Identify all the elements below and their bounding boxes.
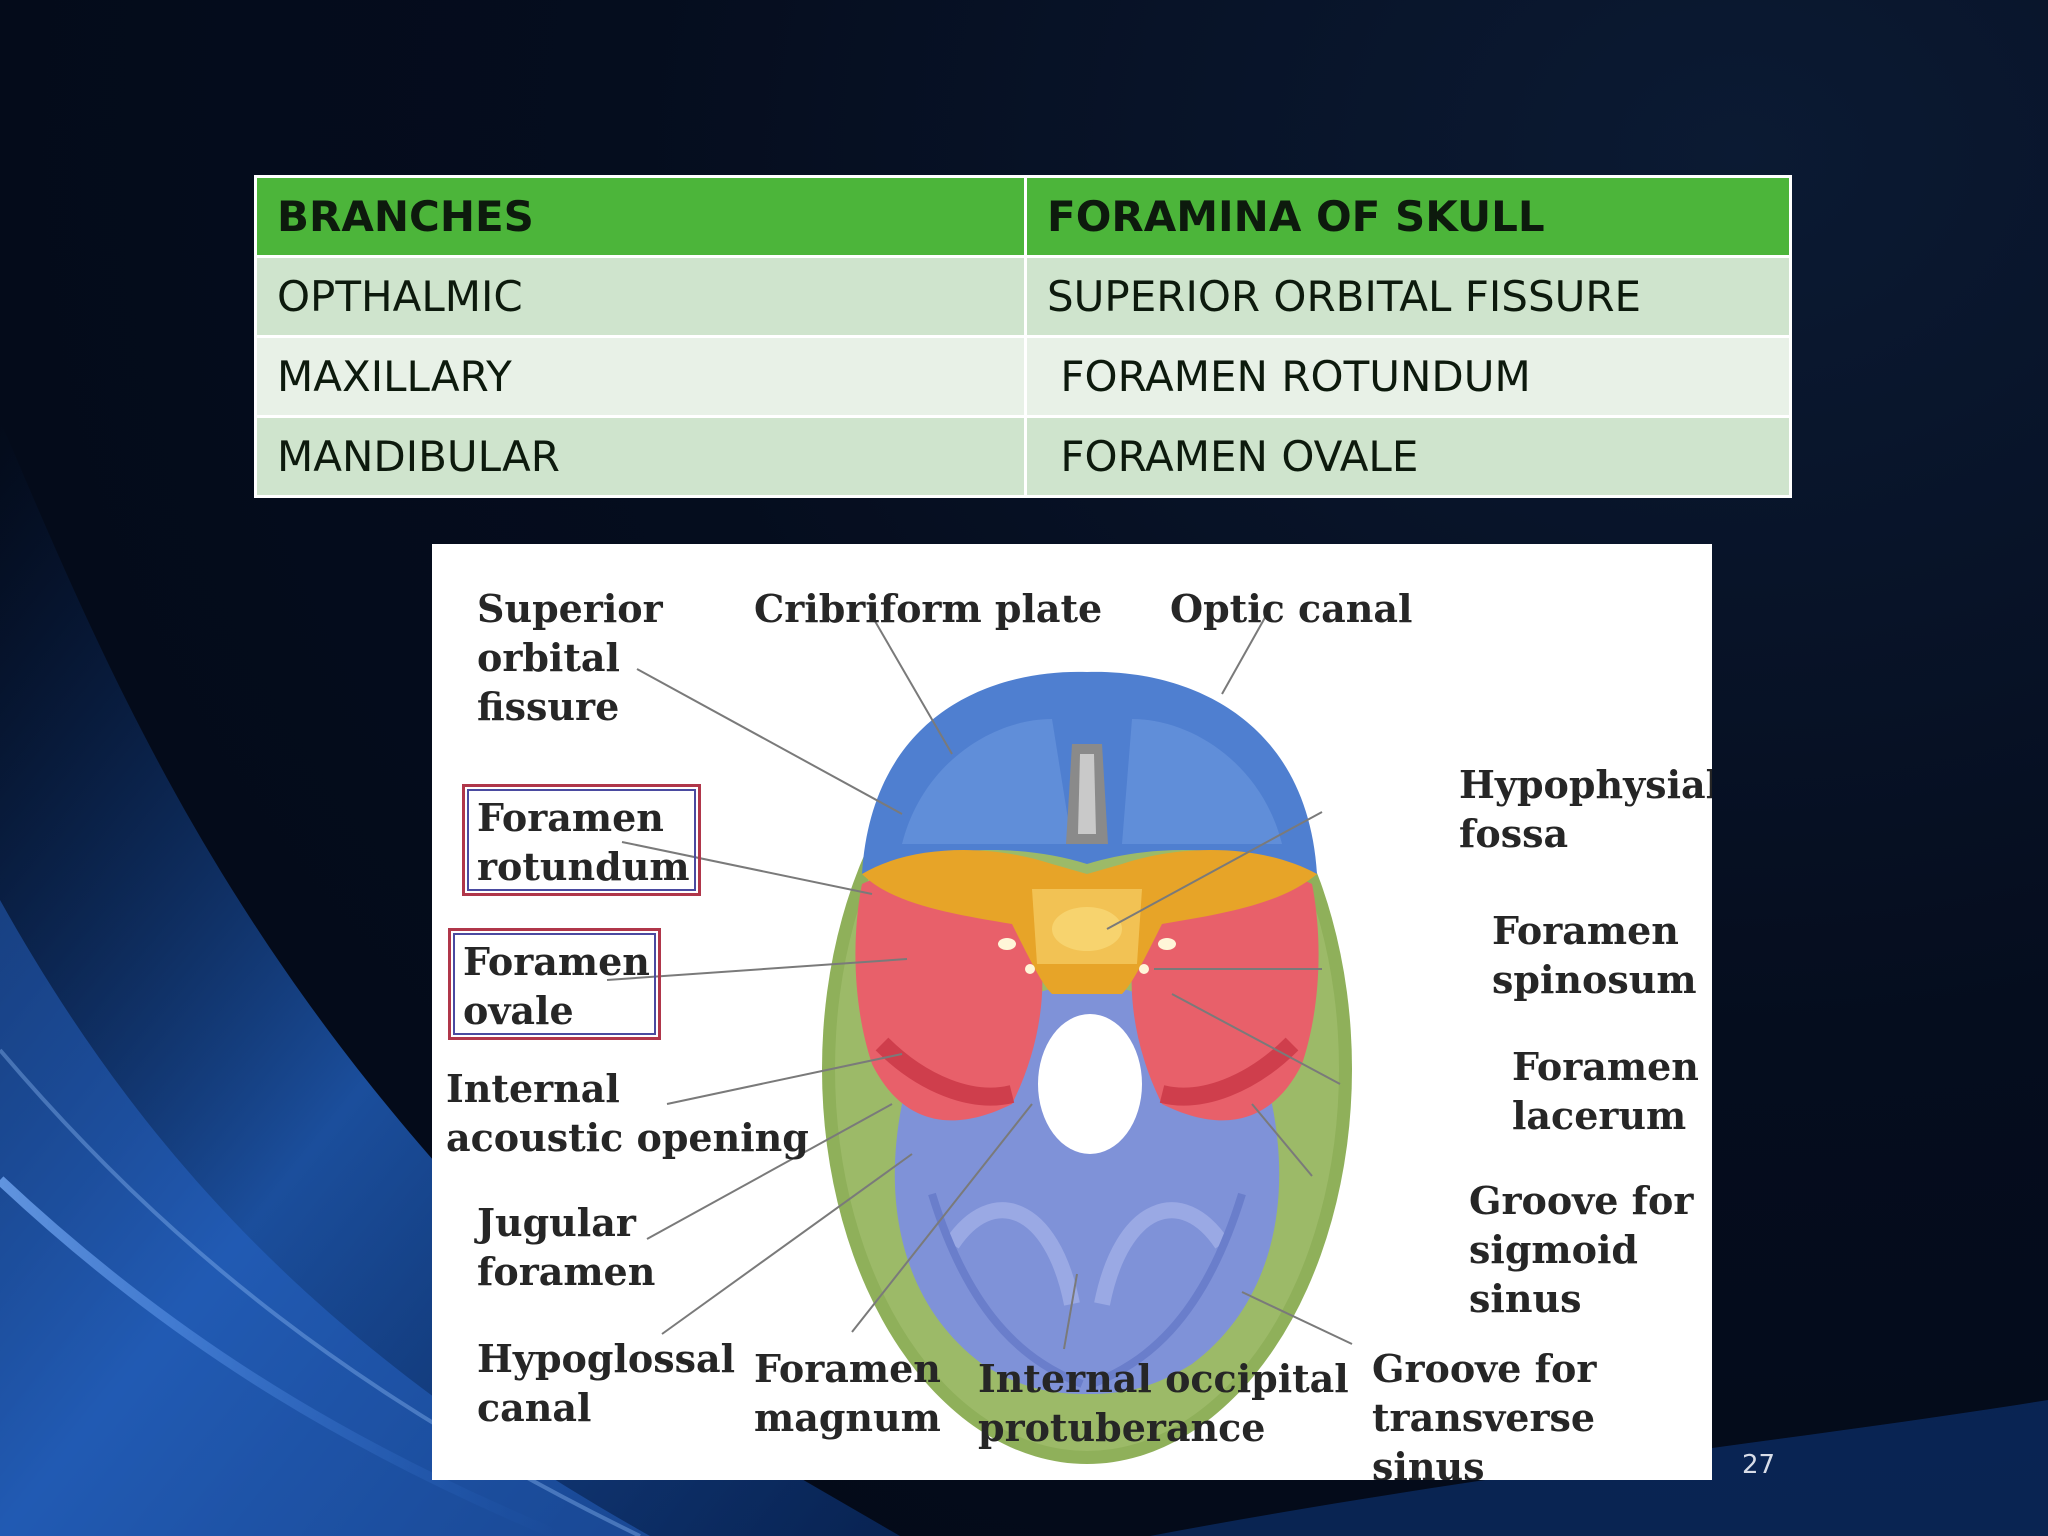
label-cribriform-plate: Cribriform plate <box>754 586 1103 631</box>
label-optic-canal: Optic canal <box>1170 586 1413 631</box>
label-superior-orbital-fissure: Superior orbital fissure <box>477 586 663 729</box>
label-groove-transverse-sinus: Groove for transverse sinus <box>1372 1346 1597 1480</box>
label-jugular-foramen: Jugular foramen <box>477 1200 656 1294</box>
foramen-magnum-hole <box>1038 1014 1142 1154</box>
hypophysial-fossa <box>1052 907 1122 951</box>
label-internal-acoustic-opening: Internal acoustic opening <box>446 1066 809 1160</box>
label-groove-sigmoid-sinus: Groove for sigmoid sinus <box>1469 1178 1694 1321</box>
label-foramen-spinosum: Foramen spinosum <box>1492 908 1697 1002</box>
label-foramen-rotundum: Foramen rotundum <box>462 784 701 896</box>
table-header-row: BRANCHES FORAMINA OF SKULL <box>254 175 1792 258</box>
label-foramen-lacerum: Foramen lacerum <box>1512 1044 1699 1138</box>
table-cell: FORAMEN ROTUNDUM <box>1024 335 1792 418</box>
label-hypophysial-fossa: Hypophysial fossa <box>1459 762 1712 856</box>
label-foramen-ovale: Foramen ovale <box>448 928 661 1040</box>
page-number: 27 <box>1742 1450 1776 1480</box>
table-row: OPTHALMIC SUPERIOR ORBITAL FISSURE <box>254 255 1792 338</box>
table-row: MANDIBULAR FORAMEN OVALE <box>254 415 1792 498</box>
skull-base-illustration <box>606 613 1353 1464</box>
skull-base-figure: Superior orbital fissure Cribriform plat… <box>432 544 1712 1480</box>
table-row: MAXILLARY FORAMEN ROTUNDUM <box>254 335 1792 418</box>
foramen-ovale-left <box>998 938 1016 950</box>
foramen-ovale-right <box>1158 938 1176 950</box>
label-internal-occipital-protuberance: Internal occipital protuberance <box>978 1356 1349 1450</box>
foramen-spinosum-left <box>1025 964 1035 974</box>
label-foramen-magnum: Foramen magnum <box>754 1346 941 1440</box>
branches-foramina-table: BRANCHES FORAMINA OF SKULL OPTHALMIC SUP… <box>254 175 1792 498</box>
label-hypoglossal-canal: Hypoglossal canal <box>477 1336 736 1430</box>
foramen-spinosum-right <box>1139 964 1149 974</box>
table-cell: MANDIBULAR <box>254 415 1027 498</box>
table-cell: OPTHALMIC <box>254 255 1027 338</box>
leader-lines <box>606 613 1353 1350</box>
table-header-cell: FORAMINA OF SKULL <box>1024 175 1792 258</box>
table-cell: SUPERIOR ORBITAL FISSURE <box>1024 255 1792 338</box>
table-header-cell: BRANCHES <box>254 175 1027 258</box>
table-cell: FORAMEN OVALE <box>1024 415 1792 498</box>
table-cell: MAXILLARY <box>254 335 1027 418</box>
